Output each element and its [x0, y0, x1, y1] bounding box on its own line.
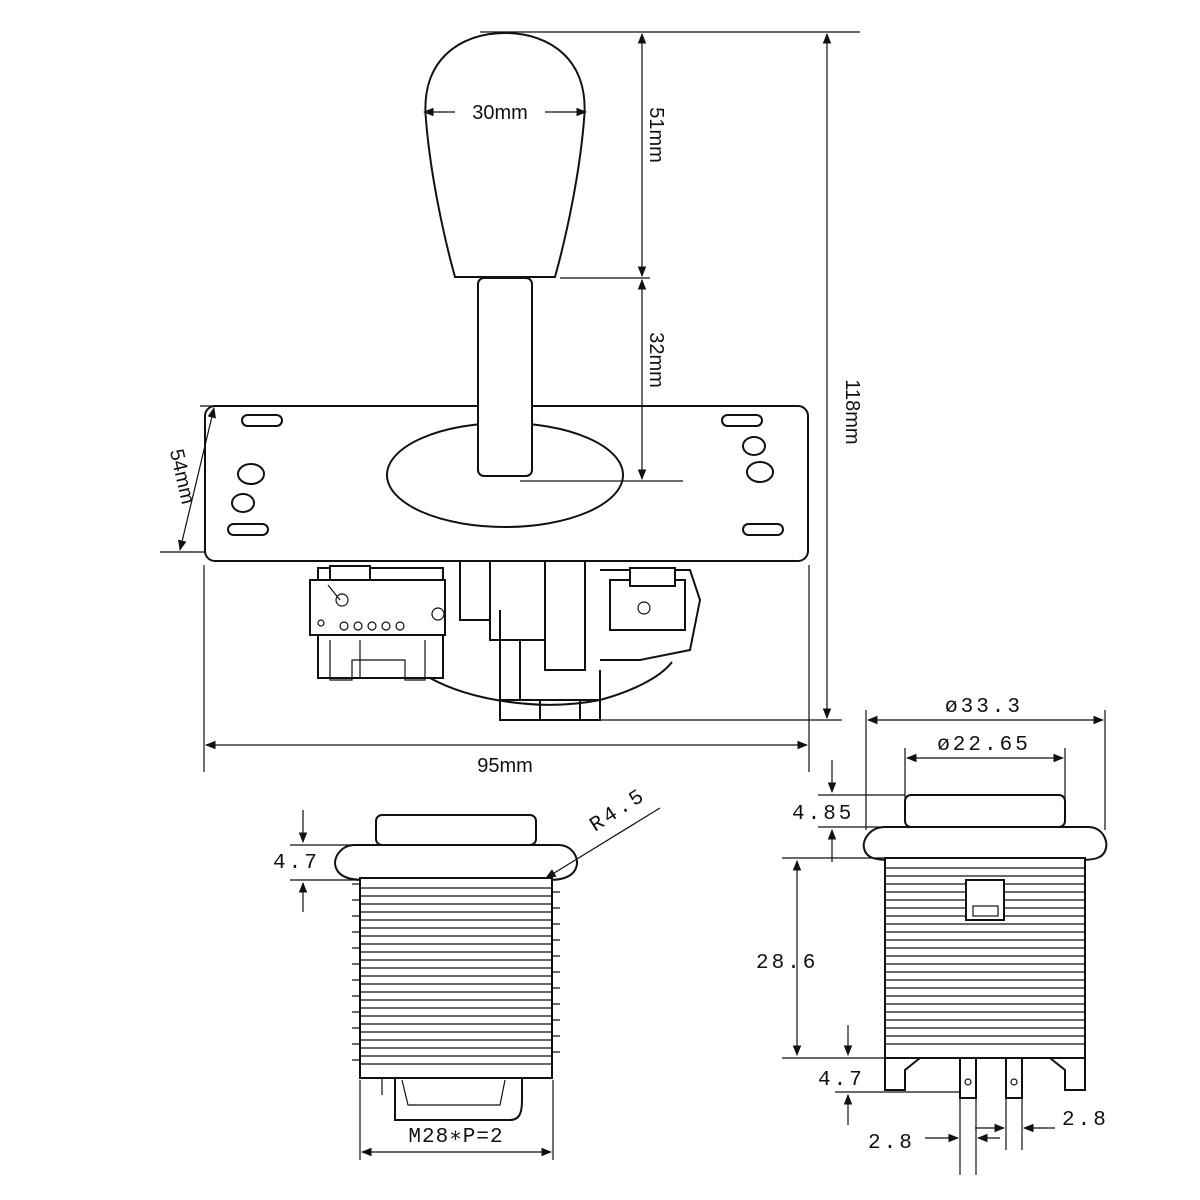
- plunger-diameter-label: ø22.65: [937, 734, 1031, 757]
- joystick-drawing: 30mm 51mm 32mm 118mm 54mm 95mm: [160, 31, 863, 777]
- button-threads: [352, 883, 560, 1065]
- terminal-right-width-label: 2.8: [1062, 1109, 1109, 1132]
- plunger-height-label: 4.85: [792, 803, 854, 826]
- bezel-diameter-label: ø33.3: [945, 696, 1023, 719]
- joystick-dimensions: [160, 31, 860, 772]
- total-height-label: 118mm: [841, 379, 863, 444]
- plate-slots: [227, 414, 784, 536]
- plate-depth-label: 54mm: [165, 447, 199, 506]
- plate-width-label: 95mm: [477, 755, 533, 777]
- button-side-view: 4.7 R4.5 M28∗P=2: [273, 785, 661, 1160]
- shaft: [477, 277, 533, 477]
- button-plunger: [375, 814, 537, 846]
- bezel-thickness-label: 4.7: [273, 852, 320, 875]
- ball-diameter-label: 30mm: [472, 102, 528, 124]
- ball-top: [424, 31, 586, 278]
- button-threaded-body: [359, 877, 553, 1079]
- thread-spec-label: M28∗P=2: [408, 1126, 503, 1149]
- shaft-length-label: 32mm: [645, 332, 667, 388]
- button-front-view: ø33.3 ø22.65 4.85 28.6 4.7 2.8 2.8: [756, 696, 1109, 1175]
- ball-height-label: 51mm: [645, 107, 667, 163]
- terminal-left-width-label: 2.8: [868, 1132, 915, 1155]
- bezel-radius-label: R4.5: [586, 785, 651, 838]
- bottom-height-label: 4.7: [818, 1069, 865, 1092]
- button-bezel: [334, 844, 578, 881]
- joystick-mechanism: [309, 559, 702, 721]
- body-height-label: 28.6: [756, 952, 818, 975]
